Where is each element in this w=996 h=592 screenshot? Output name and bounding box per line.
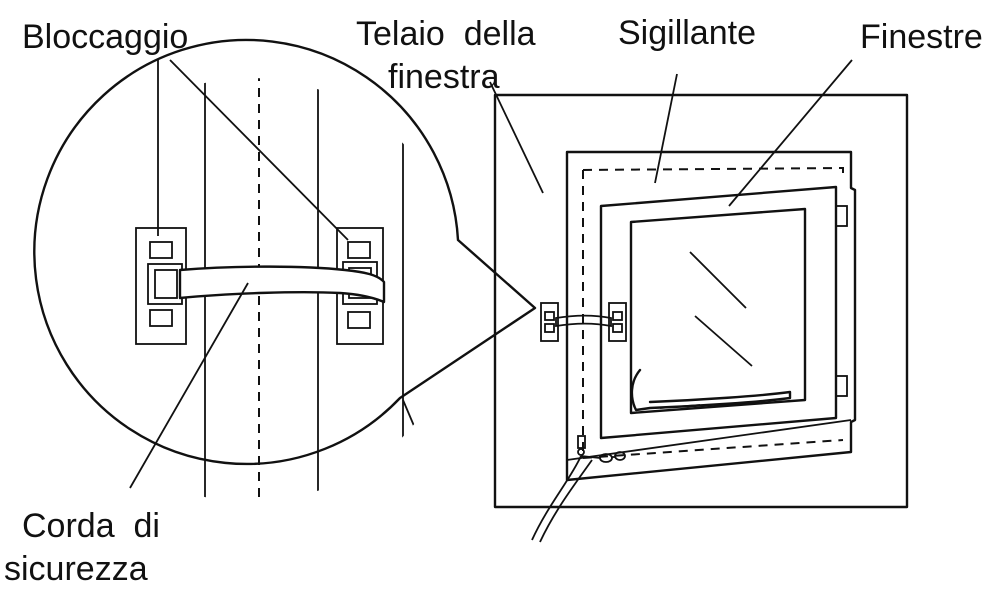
window-sash	[599, 185, 838, 440]
leader-frame	[489, 81, 544, 194]
glass-reflection-1	[689, 251, 747, 309]
seal-line	[582, 166, 844, 180]
leader-windows	[728, 59, 853, 207]
label-rope-line1: Corda di	[22, 507, 160, 545]
label-lock: Bloccaggio	[22, 18, 188, 56]
hinge-bottom	[835, 375, 848, 397]
label-frame-line1: Telaio della	[356, 15, 536, 53]
callout-outline	[33, 38, 537, 466]
hinge-top	[835, 205, 848, 227]
cable-1	[531, 455, 582, 541]
outer-panel	[493, 93, 909, 509]
label-seal: Sigillante	[618, 14, 756, 52]
label-frame-line2: finestra	[388, 58, 500, 96]
glass-reflection-2	[694, 315, 753, 367]
leader-seal	[654, 73, 678, 184]
label-rope-line2: sicurezza	[4, 550, 148, 587]
cable-2	[539, 459, 593, 543]
magnified-callout	[33, 38, 537, 502]
small-lock	[540, 302, 627, 342]
window-assembly	[493, 93, 909, 543]
leader-lock-right	[169, 59, 349, 241]
glass-pane	[629, 207, 807, 415]
label-windows: Finestre	[860, 18, 983, 56]
gasket	[630, 368, 792, 412]
leader-rope	[129, 282, 249, 489]
leader-lines	[129, 59, 853, 489]
cable-connectors	[577, 435, 626, 463]
safety-strap	[178, 265, 386, 304]
window-frame	[565, 150, 857, 482]
